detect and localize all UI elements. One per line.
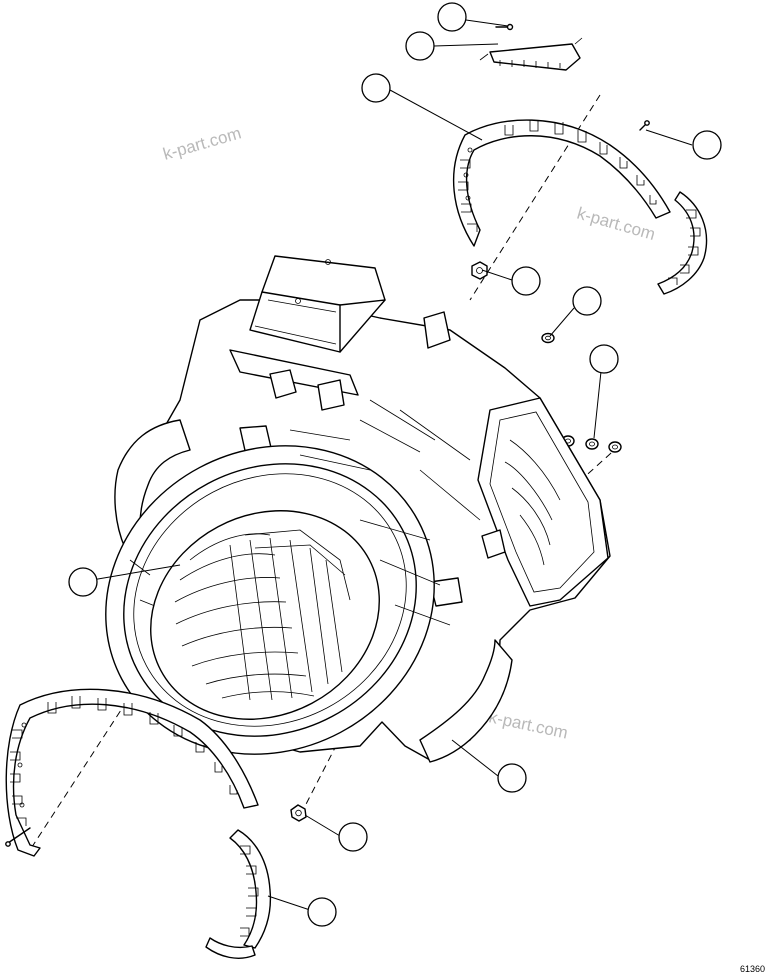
callout-8 <box>68 567 98 597</box>
figure-number: 61360 <box>740 964 765 974</box>
callout-9 <box>497 763 527 793</box>
lower-nut-icon <box>290 804 307 822</box>
callout-4 <box>692 130 722 160</box>
watermark-1: k-part.com <box>161 123 243 163</box>
washer-icon <box>541 332 555 344</box>
screw-icon <box>639 120 650 131</box>
callout-1 <box>437 2 467 32</box>
watermark-4: k-part.com <box>487 707 569 742</box>
baffle-segment-right-icon <box>657 191 708 295</box>
callout-11 <box>307 897 337 927</box>
callout-10 <box>338 822 368 852</box>
callout-2 <box>405 31 435 61</box>
callouts <box>68 2 722 927</box>
callout-5 <box>511 266 541 296</box>
baffle-ring-upper-icon <box>452 119 671 247</box>
watermark-2: k-part.com <box>575 204 657 244</box>
callout-leaders <box>91 19 693 911</box>
cover-plate-icon <box>479 37 583 71</box>
baffle-ring-lower-icon <box>5 688 259 857</box>
callout-6 <box>572 286 602 316</box>
bolt-icon <box>495 23 514 31</box>
callout-3 <box>361 73 391 103</box>
baffle-segment-lower-icon <box>205 829 272 959</box>
callout-7 <box>589 344 619 374</box>
stator-winding-icon <box>150 510 380 720</box>
